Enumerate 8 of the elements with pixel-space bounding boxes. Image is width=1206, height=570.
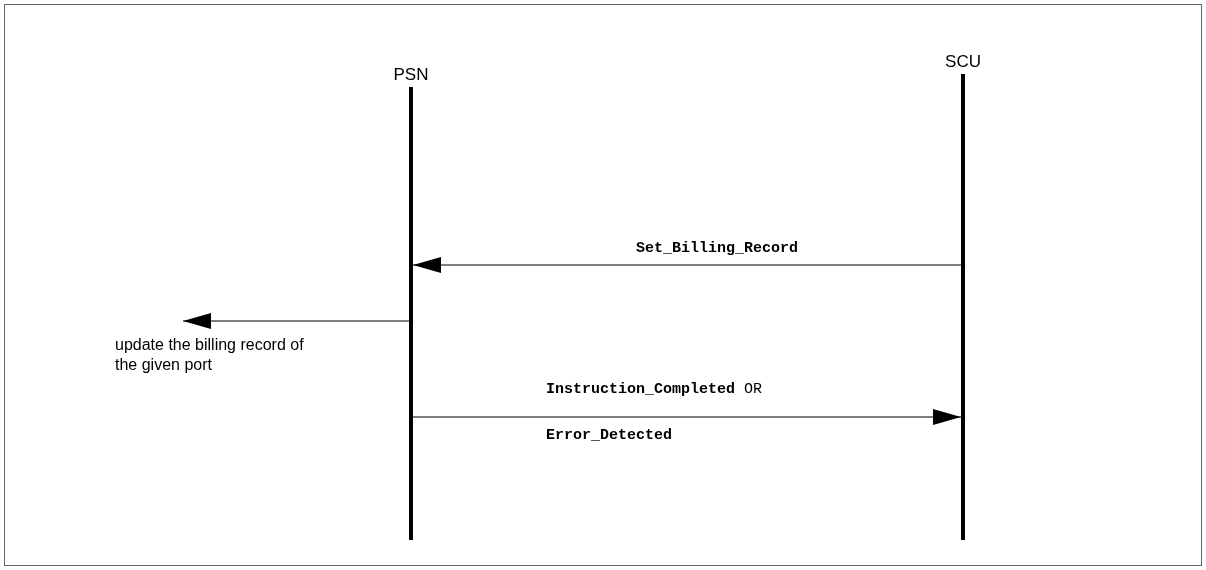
note-text: update the billing record of the given port bbox=[115, 335, 305, 375]
lifeline-label: SCU bbox=[945, 52, 981, 72]
arrow bbox=[412, 409, 962, 425]
arrow bbox=[412, 257, 962, 273]
arrow bbox=[182, 313, 410, 329]
message-label: Instruction_Completed OR Error_Detected bbox=[546, 380, 764, 446]
lifeline-label: PSN bbox=[393, 65, 429, 85]
message-label: Set_Billing_Record bbox=[636, 240, 798, 257]
